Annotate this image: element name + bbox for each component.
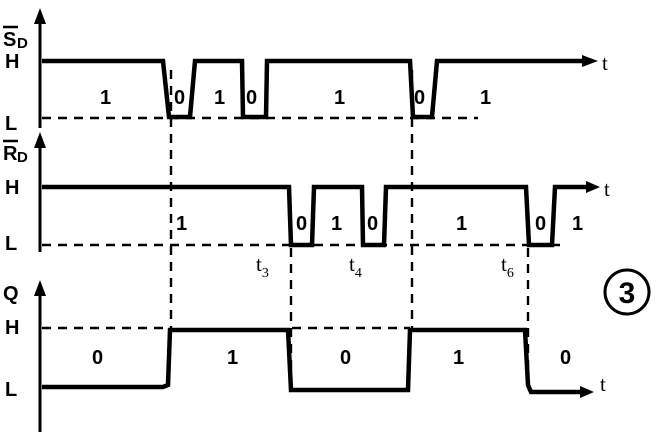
time-markers: t3 t4 t6 [256, 252, 514, 281]
sd-bit: 1 [480, 87, 491, 109]
sd-bit: 0 [174, 87, 185, 109]
q-waveform [42, 327, 582, 395]
badge-circle [603, 268, 651, 316]
sd-time-arrow-icon [582, 55, 598, 67]
rd-bit: 0 [535, 213, 546, 235]
q-bit: 1 [227, 347, 238, 369]
sd-bit: 1 [334, 87, 345, 109]
sd-subscript: D [17, 35, 28, 52]
q-bit: 1 [453, 347, 464, 369]
figure-number-badge: 3 [603, 268, 651, 316]
q-name: Q [3, 283, 19, 305]
signal-sd: S D H L t 1 0 1 0 1 0 1 [3, 8, 608, 135]
sd-bit: 1 [100, 87, 111, 109]
q-level-high: H [5, 317, 19, 339]
rd-level-high: H [5, 177, 19, 199]
rd-waveform [42, 184, 588, 248]
transition-guides [169, 70, 530, 390]
rd-subscript: D [17, 149, 28, 166]
q-bit: 0 [560, 347, 571, 369]
rd-bit: 1 [456, 213, 467, 235]
sd-bit: 1 [214, 87, 225, 109]
signal-rd: R D H L t 1 0 1 0 1 0 1 [3, 132, 610, 255]
rd-y-axis-arrow-icon [34, 132, 46, 148]
q-bit: 0 [340, 347, 351, 369]
sd-level-high: H [5, 51, 19, 73]
q-level-low: L [5, 379, 17, 401]
rd-bit: 0 [367, 213, 378, 235]
rd-bit: 0 [296, 213, 307, 235]
sd-y-axis-arrow-icon [34, 8, 46, 24]
sd-bit: 0 [246, 87, 257, 109]
rd-name: R [3, 143, 18, 165]
sd-waveform [42, 58, 585, 120]
rd-bit: 1 [572, 213, 583, 235]
sd-time-label: t [602, 51, 608, 75]
badge-number: 3 [619, 277, 636, 310]
rd-bit: 1 [331, 213, 342, 235]
sd-name: S [3, 29, 16, 51]
sd-bit: 0 [414, 87, 425, 109]
q-time-label: t [600, 372, 606, 396]
rd-time-label: t [604, 177, 610, 201]
rd-level-low: L [5, 233, 17, 255]
q-y-axis-arrow-icon [34, 280, 46, 296]
time-marker-t6: t6 [501, 252, 514, 281]
q-bit: 0 [92, 347, 103, 369]
sd-level-low: L [5, 113, 17, 135]
time-marker-t3: t3 [256, 252, 269, 281]
time-marker-t4: t4 [349, 252, 362, 281]
signal-q: Q H L t 0 1 0 1 0 [3, 280, 606, 432]
q-time-arrow-icon [580, 386, 594, 398]
rd-time-arrow-icon [586, 181, 600, 193]
rd-bit: 1 [176, 213, 187, 235]
